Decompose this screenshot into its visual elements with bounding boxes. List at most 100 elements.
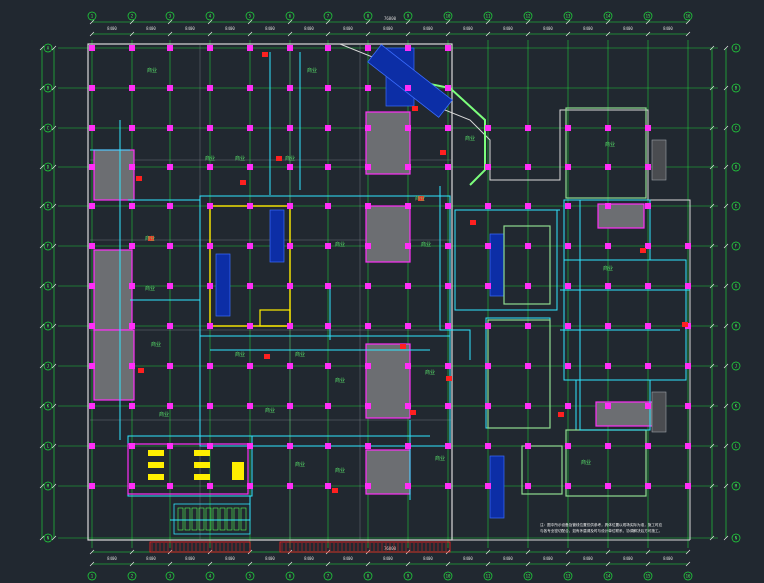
column <box>485 283 491 289</box>
escalator-block <box>489 455 505 519</box>
room-label: 商业 <box>605 141 615 148</box>
axis-bubble-label: 14 <box>606 574 611 579</box>
column <box>485 164 491 170</box>
dim-tick <box>167 31 173 37</box>
axis-bubble <box>483 571 493 581</box>
dim-tick <box>51 363 57 369</box>
column <box>325 443 331 449</box>
equipment-marker <box>440 150 446 155</box>
dim-tick <box>51 45 57 51</box>
shop-outline <box>565 107 647 199</box>
dim-segment-text: 8400 <box>583 26 593 31</box>
shop-outline <box>503 225 551 305</box>
room-label: 商业 <box>465 135 475 142</box>
column <box>645 243 651 249</box>
column <box>365 125 371 131</box>
axis-bubble <box>563 11 573 21</box>
dim-tick <box>287 31 293 37</box>
room-label: 商业 <box>205 155 215 162</box>
axis-bubble-label: 4 <box>209 14 212 19</box>
dim-tick <box>89 31 95 37</box>
column <box>287 164 293 170</box>
equipment-marker <box>418 196 424 201</box>
column <box>645 125 651 131</box>
column <box>167 125 173 131</box>
dim-tick <box>39 443 45 449</box>
dim-tick <box>645 549 651 555</box>
axis-bubble-label: M <box>735 484 738 489</box>
column <box>565 164 571 170</box>
column <box>685 283 691 289</box>
dim-tick <box>89 561 95 567</box>
core-room-hatched <box>93 149 135 201</box>
dim-tick <box>89 549 95 555</box>
axis-bubble-label: N <box>47 536 50 541</box>
column <box>605 164 611 170</box>
atrium-stair <box>259 309 291 327</box>
equipment-marker <box>148 236 154 241</box>
axis-bubble-label: M <box>47 484 50 489</box>
pipe-run <box>579 200 650 431</box>
dim-tick <box>723 85 729 91</box>
column <box>365 203 371 209</box>
column <box>445 443 451 449</box>
equipment-unit <box>198 507 205 531</box>
column <box>129 45 135 51</box>
column <box>167 203 173 209</box>
room-label: 商业 <box>425 369 435 376</box>
column <box>445 363 451 369</box>
column <box>89 85 95 91</box>
dim-segment-text: 8400 <box>265 556 275 561</box>
column <box>685 483 691 489</box>
dim-tick <box>605 561 611 567</box>
axis-bubble-label: 11 <box>486 14 491 19</box>
shop-outline <box>487 319 551 429</box>
dim-tick <box>207 31 213 37</box>
column <box>565 243 571 249</box>
dim-tick <box>325 31 331 37</box>
axis-bubble <box>43 321 53 331</box>
column <box>405 85 411 91</box>
equipment-unit <box>177 507 184 531</box>
dim-tick <box>39 85 45 91</box>
column <box>405 363 411 369</box>
column <box>445 323 451 329</box>
column <box>247 164 253 170</box>
dim-tick <box>207 19 213 25</box>
dim-tick <box>39 45 45 51</box>
column <box>645 403 651 409</box>
axis-bubble-label: 2 <box>131 14 134 19</box>
axis-bubble <box>683 11 693 21</box>
column <box>445 164 451 170</box>
column <box>525 443 531 449</box>
column <box>525 125 531 131</box>
column <box>167 363 173 369</box>
toilet-block <box>127 443 249 495</box>
column <box>129 203 135 209</box>
column <box>365 363 371 369</box>
dim-tick <box>365 19 371 25</box>
room-label: 商业 <box>603 265 613 272</box>
column <box>365 403 371 409</box>
axis-bubble-label: 8 <box>367 574 370 579</box>
column <box>287 125 293 131</box>
dim-segment-text: 8400 <box>583 556 593 561</box>
equipment-marker <box>412 106 418 111</box>
dim-tick <box>167 561 173 567</box>
axis-bubble <box>403 571 413 581</box>
room-label: 商业 <box>435 455 445 462</box>
dim-tick <box>51 203 57 209</box>
room-label: 商业 <box>235 351 245 358</box>
column <box>247 243 253 249</box>
column <box>445 85 451 91</box>
equipment-marker <box>470 220 476 225</box>
axis-bubble-label: 1 <box>91 14 94 19</box>
column <box>207 45 213 51</box>
column <box>207 164 213 170</box>
dim-segment-text: 8400 <box>304 26 314 31</box>
core-room-hatched <box>597 203 645 229</box>
dim-tick <box>365 561 371 567</box>
axis-bubble-label: L <box>735 444 738 449</box>
axis-bubble <box>731 361 741 371</box>
dim-tick <box>39 243 45 249</box>
